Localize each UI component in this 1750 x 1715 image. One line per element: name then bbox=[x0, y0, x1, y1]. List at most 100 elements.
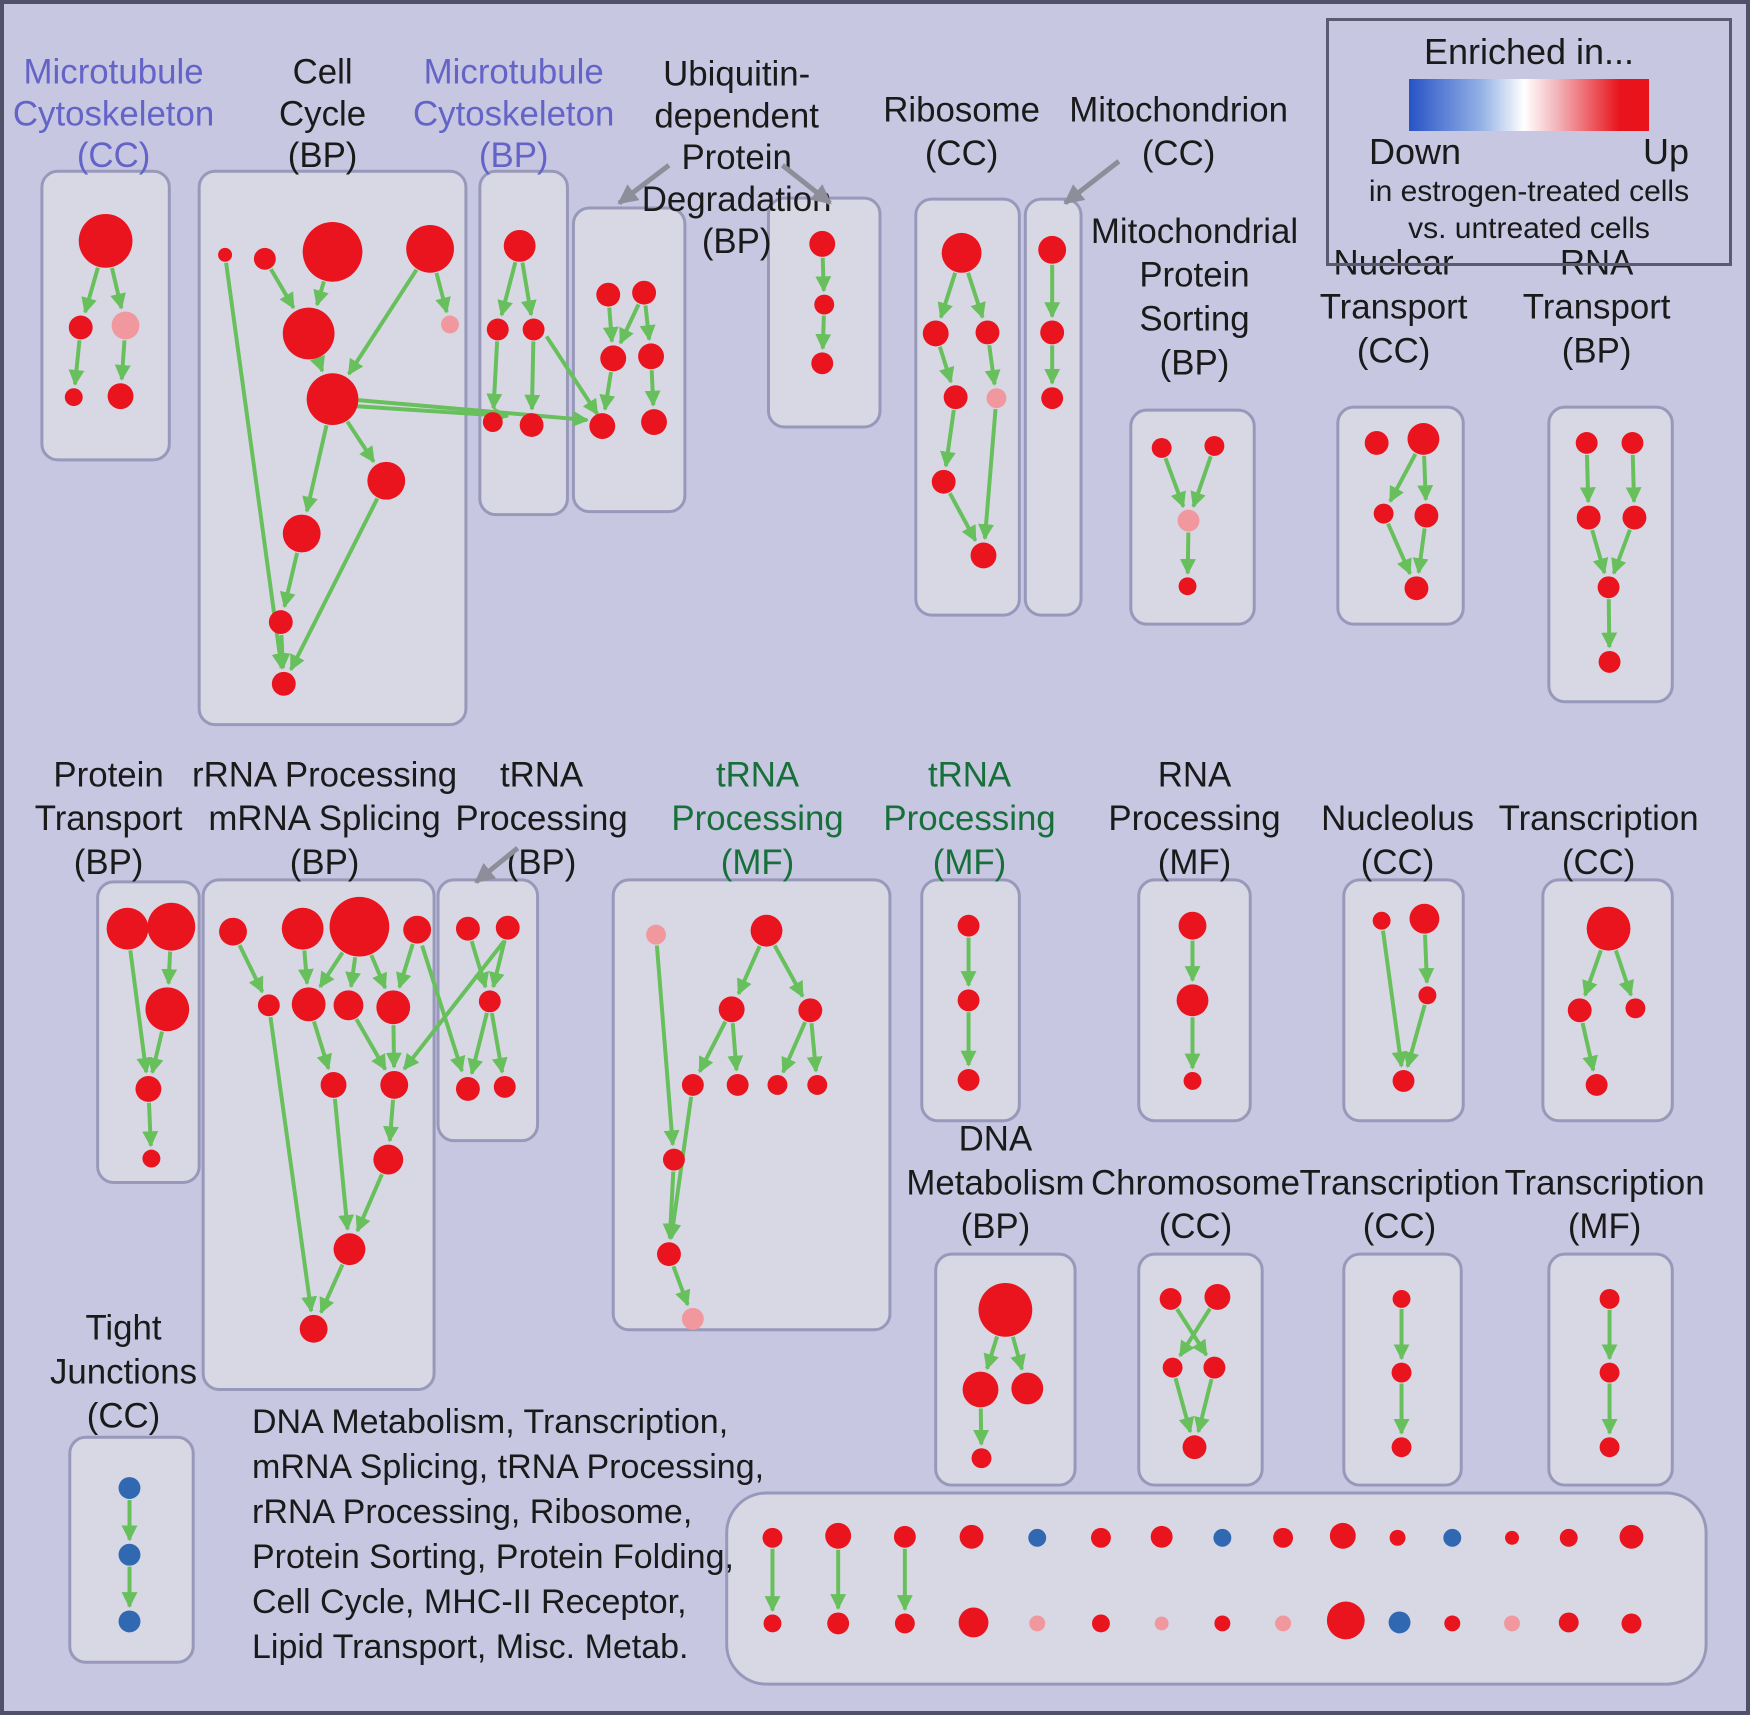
edge-arrow bbox=[966, 272, 986, 319]
legend-title: Enriched in... bbox=[1423, 31, 1635, 72]
edge-arrow bbox=[1179, 532, 1196, 575]
go-term-node bbox=[1576, 505, 1601, 530]
go-term-node bbox=[809, 230, 836, 257]
cell-cycle-bp-label: Cell bbox=[293, 53, 353, 92]
rrna-processing-mrna-splicing-bp-label: rRNA Processing bbox=[192, 755, 457, 794]
go-term-node bbox=[1177, 509, 1200, 532]
go-term-node bbox=[978, 1283, 1033, 1337]
ubiquitin-dependent-protein-degradation-bp-label: dependent bbox=[654, 96, 819, 135]
edge-arrow bbox=[940, 409, 956, 468]
go-term-node bbox=[1038, 235, 1067, 264]
edge-arrow bbox=[815, 315, 832, 350]
go-term-node bbox=[1040, 320, 1065, 345]
go-term-node bbox=[522, 318, 545, 341]
go-term-node bbox=[589, 413, 616, 439]
dna-metabolism-bp-box bbox=[934, 1252, 1077, 1487]
microtubule-cytoskeleton-cc-label: (CC) bbox=[77, 136, 151, 175]
edge-arrow bbox=[1388, 452, 1418, 503]
edge-arrow bbox=[973, 1408, 990, 1446]
dna-metabolism-bp-label: Metabolism bbox=[906, 1163, 1084, 1202]
go-term-node bbox=[1372, 911, 1391, 930]
misc-cluster-box bbox=[725, 1491, 1708, 1686]
edge-arrow bbox=[161, 951, 178, 986]
microtubule-cytoskeleton-bp-label: (BP) bbox=[479, 136, 549, 175]
transcription-cc-2-label: Transcription bbox=[1300, 1163, 1500, 1202]
go-term-node bbox=[519, 413, 544, 437]
edge-arrow bbox=[618, 303, 641, 345]
edge-arrow bbox=[469, 940, 489, 989]
go-term-node bbox=[271, 671, 296, 696]
go-term-node bbox=[1364, 430, 1389, 455]
go-term-node bbox=[657, 1242, 681, 1267]
edge-arrow bbox=[345, 420, 376, 463]
edge-arrow bbox=[147, 1031, 164, 1075]
go-term-node bbox=[827, 1612, 850, 1635]
mitochondrial-protein-sorting-bp-label: Mitochondrial bbox=[1091, 212, 1298, 251]
edge-arrow bbox=[128, 950, 153, 1074]
go-term-node bbox=[1151, 437, 1172, 458]
ribosome-cc-label: Ribosome bbox=[883, 90, 1040, 129]
ribosome-cc-label: (CC) bbox=[925, 134, 999, 173]
legend: Enriched in... Down Up in estrogen-treat… bbox=[1326, 18, 1732, 266]
go-term-node bbox=[302, 221, 363, 282]
protein-transport-bp-label: Protein bbox=[53, 755, 163, 794]
go-term-node bbox=[64, 388, 83, 407]
edge-arrow bbox=[772, 944, 805, 998]
ubiquitin-dependent-protein-degradation-bp-box bbox=[571, 206, 687, 514]
legend-gradient-bar bbox=[1409, 79, 1649, 131]
edge-arrow bbox=[1381, 930, 1408, 1068]
nuclear-transport-cc-label: (CC) bbox=[1357, 331, 1431, 370]
go-term-node bbox=[1392, 1289, 1411, 1308]
edge-arrow bbox=[312, 1020, 332, 1071]
edge-arrow bbox=[297, 950, 314, 986]
protein-transport-bp-label: Transport bbox=[35, 799, 183, 838]
go-term-node bbox=[1621, 1613, 1642, 1634]
go-term-node bbox=[681, 1073, 704, 1096]
go-term-node bbox=[1011, 1372, 1044, 1405]
edge-arrow bbox=[497, 261, 518, 317]
go-term-node bbox=[1162, 1357, 1183, 1378]
chromosome-cc-box bbox=[1137, 1252, 1264, 1487]
edge-arrow bbox=[815, 257, 832, 293]
edge-arrow bbox=[644, 370, 661, 407]
go-term-node bbox=[1028, 1528, 1047, 1547]
edge-arrow bbox=[599, 371, 616, 411]
transcription-mf-label: Transcription bbox=[1505, 1163, 1705, 1202]
nucleolus-cc-label: Nucleolus bbox=[1321, 799, 1474, 838]
go-term-node bbox=[986, 388, 1007, 409]
edge-arrow bbox=[602, 307, 619, 344]
edge-arrow bbox=[279, 552, 300, 609]
go-term-node bbox=[811, 352, 834, 375]
go-term-node bbox=[1329, 1522, 1356, 1549]
ubiquitin-dependent-protein-degradation-bp-label: Degradation bbox=[642, 180, 832, 219]
go-term-node bbox=[1575, 431, 1598, 454]
microtubule-cytoskeleton-bp-label: Microtubule bbox=[424, 53, 604, 92]
edge-arrow bbox=[1590, 529, 1609, 575]
tight-junctions-cc-label: (CC) bbox=[87, 1396, 161, 1435]
edge-arrow bbox=[369, 954, 388, 990]
go-term-node bbox=[1176, 984, 1209, 1017]
go-term-node bbox=[281, 907, 324, 950]
go-term-node bbox=[931, 469, 956, 494]
chromosome-cc-label: Chromosome bbox=[1091, 1163, 1300, 1202]
trna-processing-mf-2-label: tRNA bbox=[928, 755, 1012, 794]
nucleolus-cc-label: (CC) bbox=[1361, 843, 1435, 882]
mitochondrial-protein-sorting-bp-label: (BP) bbox=[1160, 343, 1230, 382]
protein-transport-bp-box bbox=[96, 880, 201, 1184]
mitochondrial-protein-sorting-bp-label: Sorting bbox=[1139, 299, 1249, 338]
go-term-node bbox=[798, 998, 823, 1023]
go-term-node bbox=[1178, 577, 1197, 596]
go-term-node bbox=[367, 461, 406, 500]
go-term-node bbox=[1183, 1071, 1202, 1090]
edge-arrow bbox=[302, 424, 329, 513]
edge-arrow bbox=[224, 262, 288, 670]
edge-arrow bbox=[355, 1173, 384, 1233]
edge-arrow bbox=[524, 341, 541, 411]
go-term-node bbox=[406, 224, 454, 273]
go-term-node bbox=[111, 311, 140, 340]
go-term-node bbox=[681, 1307, 704, 1330]
rna-transport-bp-label: (BP) bbox=[1562, 331, 1632, 370]
cross-edge-arrow bbox=[420, 944, 466, 1073]
edge-arrow bbox=[345, 956, 361, 989]
